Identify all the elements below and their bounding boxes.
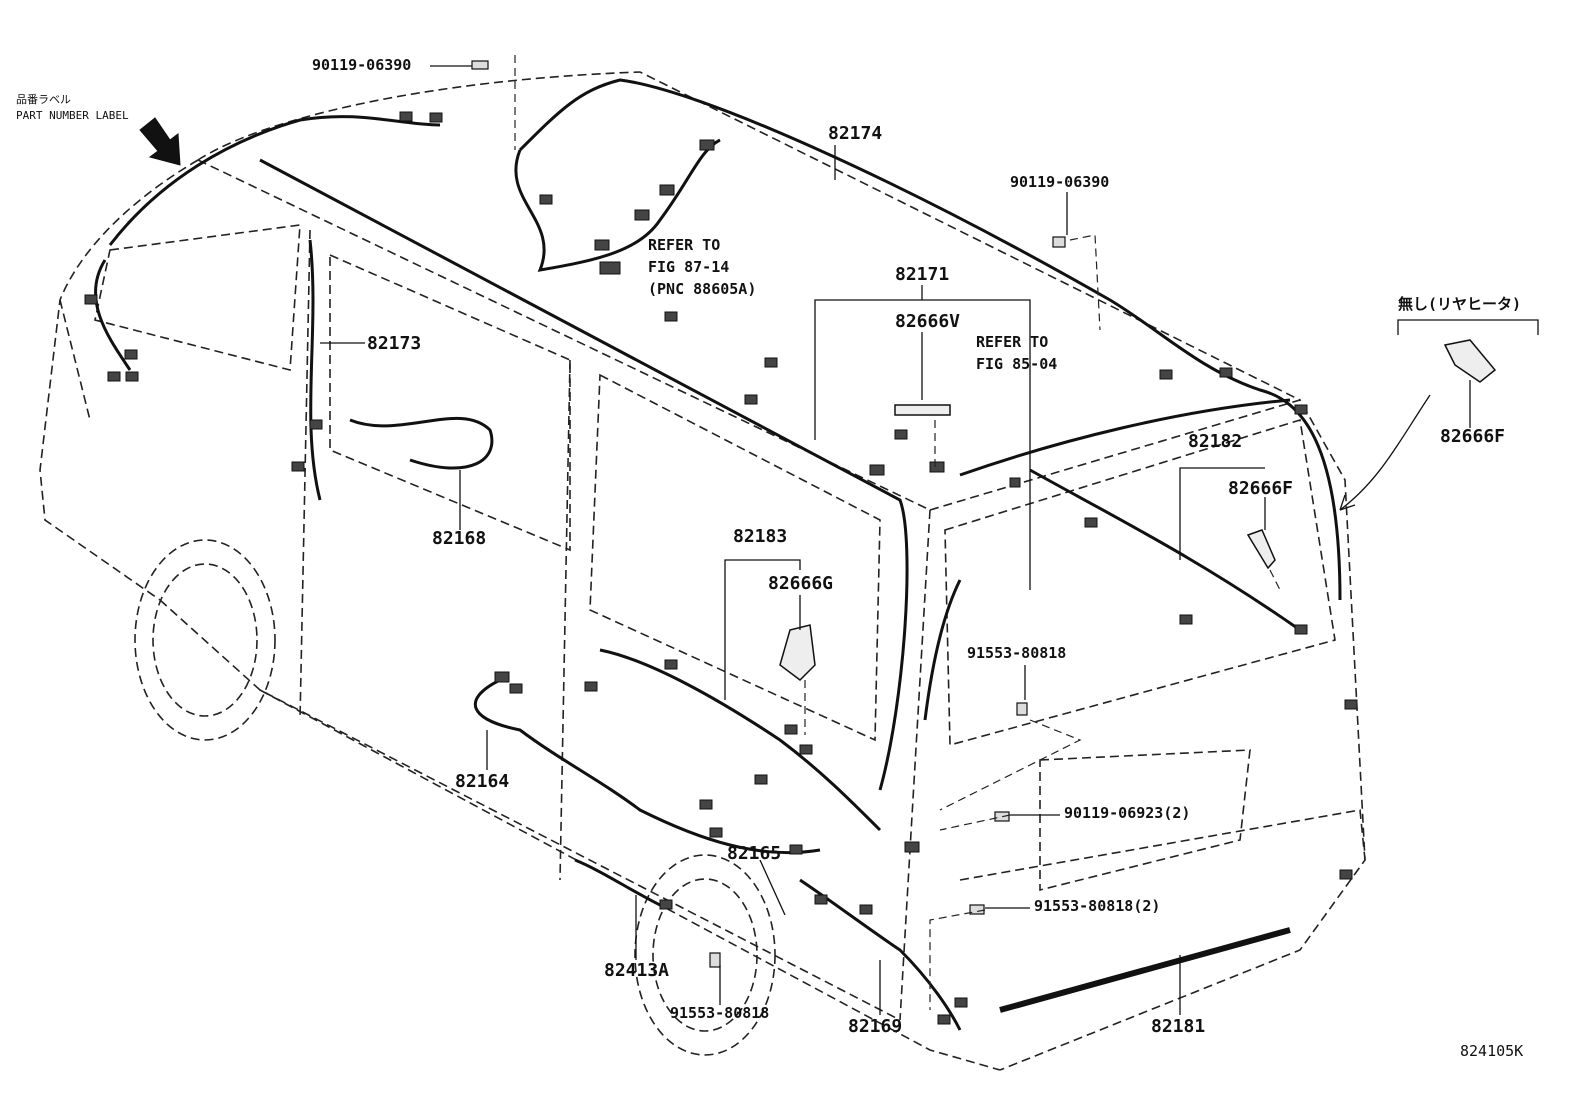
dashed-leaders (514, 55, 1281, 1010)
part-number-label-arrow (139, 117, 181, 166)
label-82173: 82173 (367, 333, 422, 354)
harness-rear-left (923, 579, 962, 721)
harness-82173 (308, 239, 322, 501)
figure-id: 824105K (1460, 1042, 1524, 1060)
refer-fig87-line1: REFER TO (648, 236, 721, 254)
harness-82182 (1029, 468, 1301, 632)
label-82174: 82174 (828, 123, 883, 144)
refer-fig87-line3: (PNC 88605A) (648, 280, 757, 298)
harness-82164 (474, 678, 821, 855)
label-leaders (320, 65, 1539, 1015)
protector-82666G (779, 624, 816, 681)
refer-fig85-line2: FIG 85-04 (976, 355, 1058, 373)
label-90119-06923: 90119-06923(2) (1064, 804, 1191, 822)
connectors (84, 111, 1358, 1025)
label-82171: 82171 (895, 264, 950, 285)
part-number-label-jp: 品番ラベル (16, 93, 71, 106)
protector-82666V (894, 404, 951, 416)
harness-82169 (799, 878, 962, 1031)
label-82666F-right: 82666F (1228, 478, 1294, 499)
label-82169: 82169 (848, 1016, 903, 1037)
label-82182: 82182 (1188, 431, 1243, 452)
label-91553-80818-a: 91553-80818 (967, 644, 1067, 662)
label-91553-80818-b: 91553-80818(2) (1034, 897, 1161, 915)
label-82666G: 82666G (768, 573, 834, 594)
refer-fig85-line1: REFER TO (976, 333, 1049, 351)
protector-82666F-inset (1443, 339, 1497, 383)
label-91553-80818-c: 91553-80818 (670, 1004, 770, 1022)
harness-roof-branch (514, 138, 721, 272)
rear-heater-note: 無し(リヤヒータ) (1398, 295, 1522, 313)
bolts (471, 60, 1066, 968)
label-82168: 82168 (432, 528, 487, 549)
harness-82413A (574, 858, 661, 907)
label-82666F-inset: 82666F (1440, 426, 1506, 447)
part-number-label-en: PART NUMBER LABEL (16, 109, 129, 122)
harness-rear-roof (959, 398, 1291, 477)
harness-front-roof (108, 115, 441, 246)
label-82181: 82181 (1151, 1016, 1206, 1037)
harness-82183 (599, 648, 882, 832)
label-90119-06390-top: 90119-06390 (312, 56, 412, 74)
label-82666V: 82666V (895, 311, 961, 332)
label-82165: 82165 (727, 843, 782, 864)
harness-front-pillar (94, 259, 132, 371)
label-90119-06390-right: 90119-06390 (1010, 173, 1110, 191)
refer-fig87-line2: FIG 87-14 (648, 258, 730, 276)
harness-82181 (999, 927, 1291, 1013)
wire-harnesses (94, 78, 1342, 1031)
harness-82168 (349, 416, 494, 470)
label-82183: 82183 (733, 526, 788, 547)
protectors (779, 339, 1497, 681)
van-body-outline (39, 71, 1366, 1071)
harness-82171 (259, 158, 909, 791)
label-82413A: 82413A (604, 960, 670, 981)
harness-82174 (518, 78, 1342, 601)
label-82164: 82164 (455, 771, 510, 792)
protector-82666F-right (1246, 529, 1276, 570)
